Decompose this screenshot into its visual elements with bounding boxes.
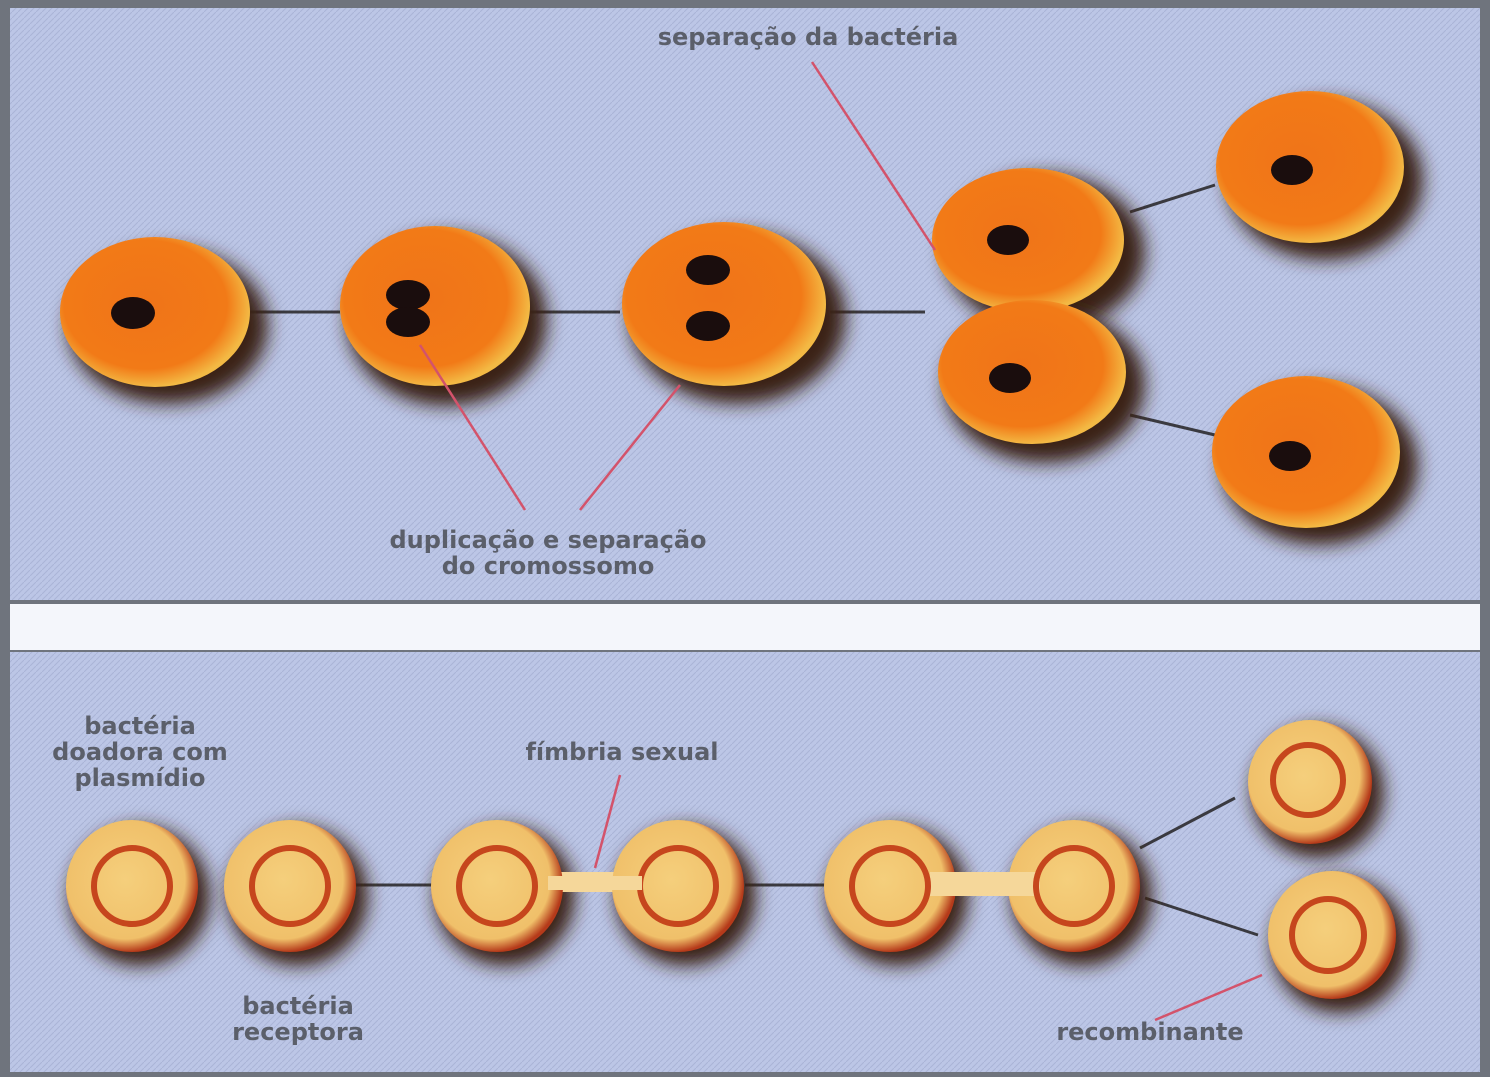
label-duplicacao-line-2: do cromossomo: [442, 552, 655, 580]
label-receptor-line-1: bactéria: [242, 992, 354, 1020]
chromosome-daughter-bottom: [989, 363, 1031, 393]
label-fimbria-sexual: fímbria sexual: [525, 738, 718, 766]
panel-separator: [10, 604, 1480, 650]
label-duplicacao-line-1: duplicação e separação: [389, 526, 706, 554]
label-donor-line-2: doadora com: [52, 738, 228, 766]
label-donor-line-1: bactéria: [84, 712, 196, 740]
chromosome: [1269, 441, 1311, 471]
plasmid-transfer-bridge: [930, 872, 1040, 896]
chromosome-daughter-top: [987, 225, 1029, 255]
chromosome-top: [686, 255, 730, 285]
chromosome-duplicating-top: [386, 280, 430, 310]
label-receptor-line-2: receptora: [232, 1018, 364, 1046]
label-donor-line-3: plasmídio: [74, 764, 205, 792]
chromosome-duplicating-bottom: [386, 307, 430, 337]
chromosome-bottom: [686, 311, 730, 341]
label-recombinante: recombinante: [1056, 1018, 1243, 1046]
chromosome: [1271, 155, 1313, 185]
label-separacao-da-bacteria: separação da bactéria: [658, 23, 959, 51]
chromosome: [111, 297, 155, 329]
